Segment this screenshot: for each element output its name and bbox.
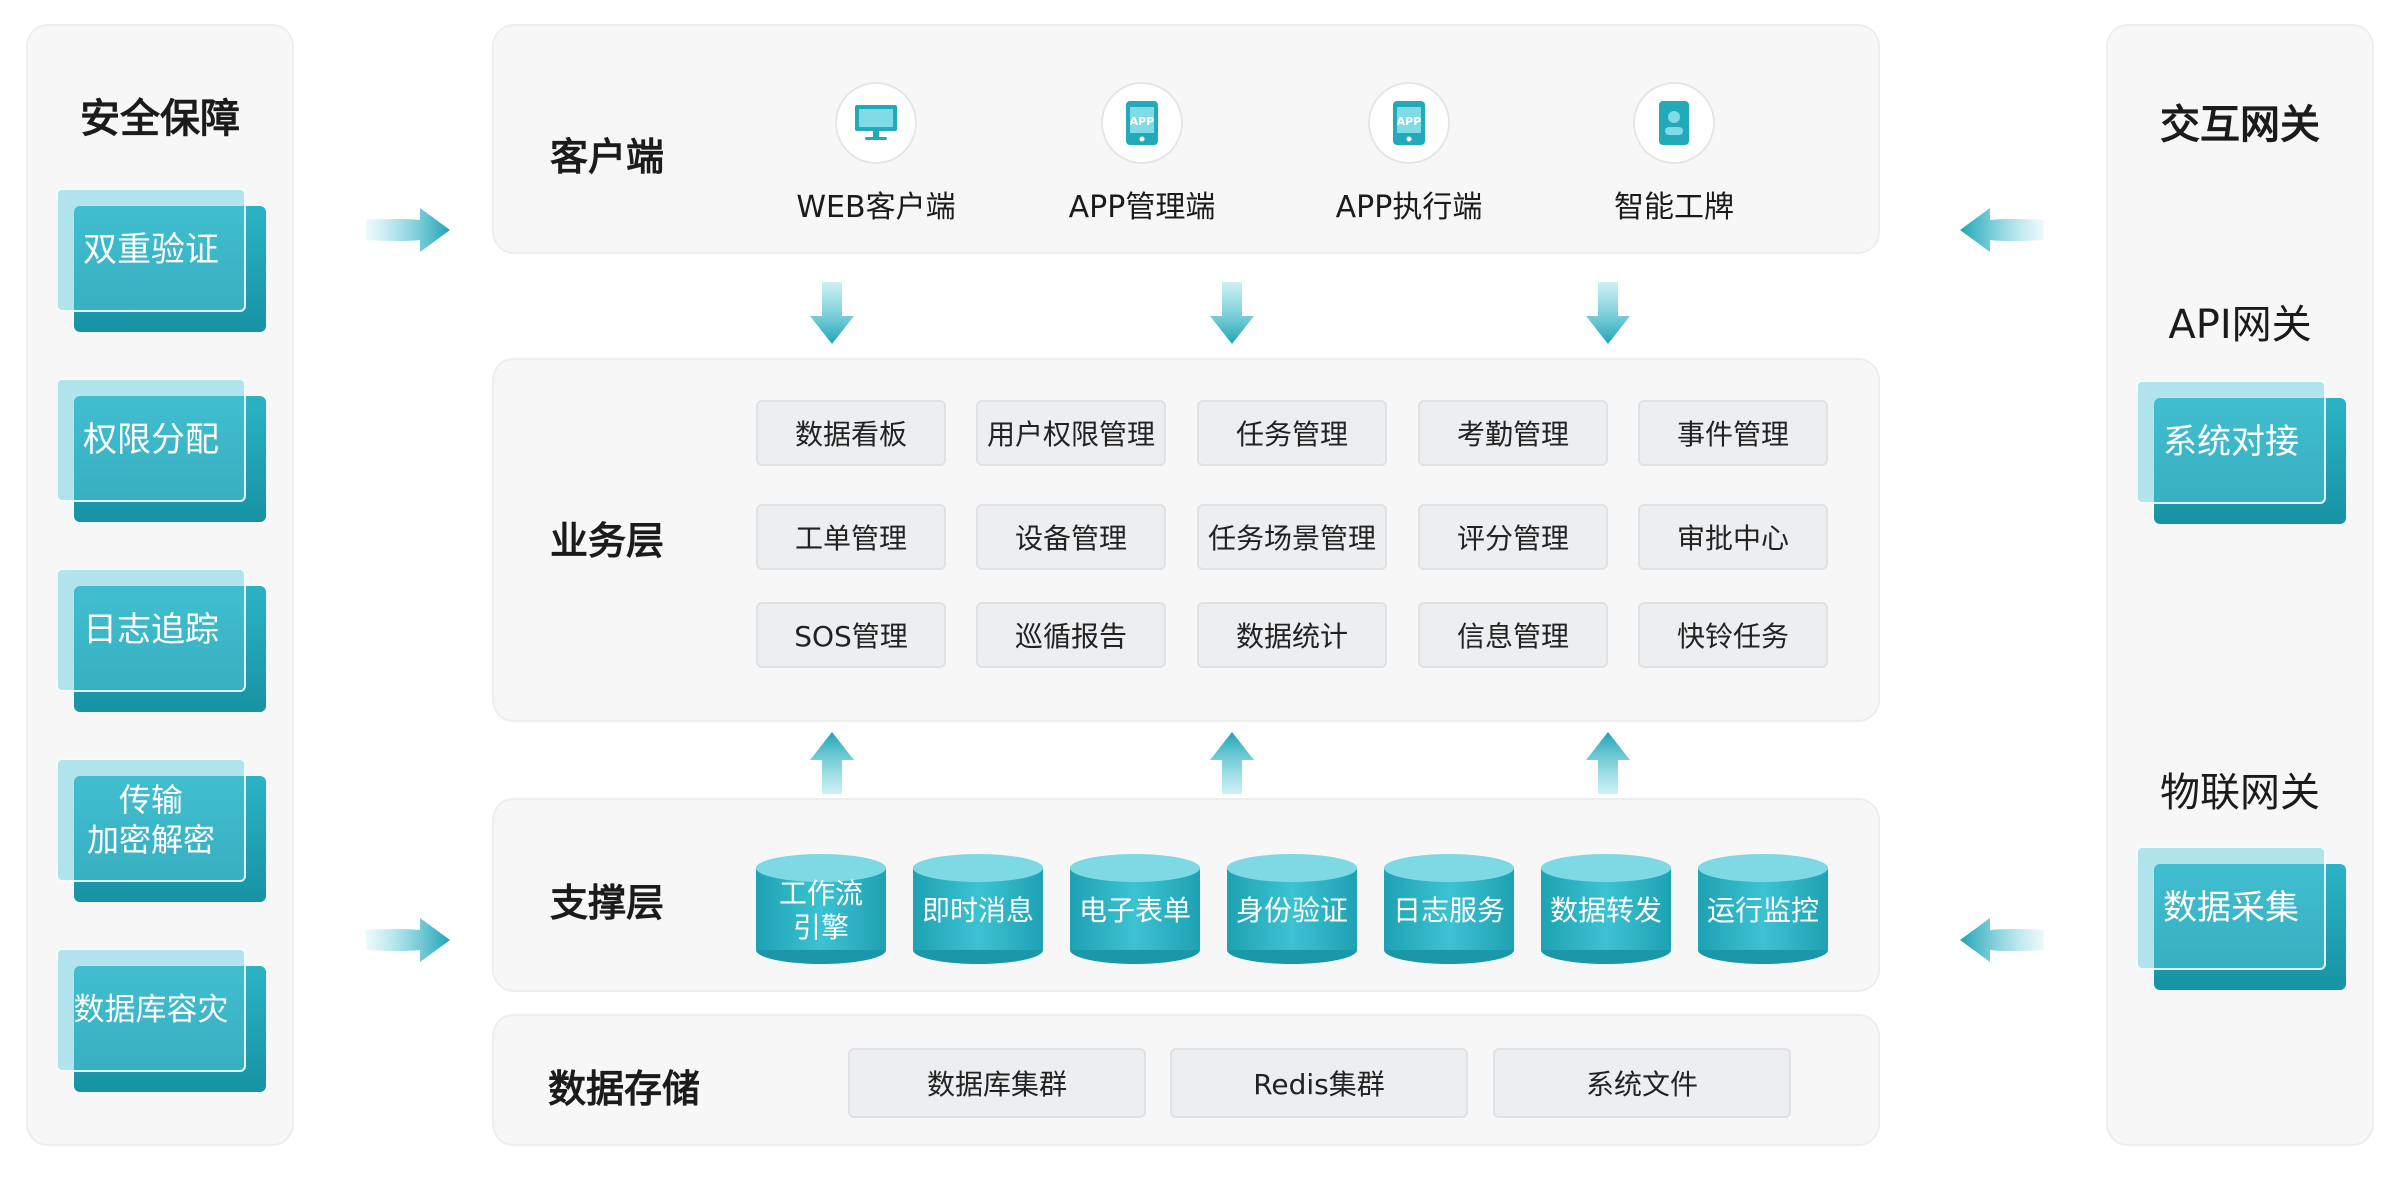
module-event[interactable]: 事件管理 [1638,400,1828,466]
service-label: 即时消息 [921,894,1034,928]
module-task-scene[interactable]: 任务场景管理 [1197,504,1387,570]
arrow-down-icon [810,282,854,344]
support-layer-panel: 支撑层 工作流 引擎 即时消息 电子表单 身份验证 日志服务 数据转发 运行监控 [492,798,1880,992]
service-label: 工作流 引擎 [778,877,863,944]
security-item-two-factor: 双重验证 [56,188,266,338]
app-badge-text: APP [1130,115,1155,128]
cylinder-top [913,854,1043,882]
storage-redis-cluster[interactable]: Redis集群 [1170,1048,1468,1118]
security-item-label: 数据库容灾 [56,948,246,1072]
security-item-log-trace: 日志追踪 [56,568,266,718]
module-statistics[interactable]: 数据统计 [1197,602,1387,668]
security-panel: 安全保障 双重验证 权限分配 日志追踪 传输 加密解密 数据库容灾 [26,24,294,1146]
service-label: 日志服务 [1392,894,1505,928]
arrow-left-icon [1960,208,2044,252]
module-user-permission[interactable]: 用户权限管理 [976,400,1166,466]
client-label: APP执行端 [1335,190,1483,225]
module-device[interactable]: 设备管理 [976,504,1166,570]
module-patrol-report[interactable]: 巡循报告 [976,602,1166,668]
gateway-panel: 交互网关 API网关 系统对接 物联网关 数据采集 [2106,24,2374,1146]
module-work-order[interactable]: 工单管理 [756,504,946,570]
client-label: APP管理端 [1068,190,1216,225]
service-workflow-engine: 工作流 引擎 [756,854,886,964]
api-gateway-title: API网关 [2168,302,2312,348]
module-sos[interactable]: SOS管理 [756,602,946,668]
service-log: 日志服务 [1384,854,1514,964]
iot-gateway-item-label: 数据采集 [2136,846,2326,970]
gateway-title: 交互网关 [2160,102,2320,148]
module-approval[interactable]: 审批中心 [1638,504,1828,570]
badge-card-icon [1633,82,1715,164]
module-scoring[interactable]: 评分管理 [1418,504,1608,570]
cylinder-top [1541,854,1671,882]
cylinder-top [1070,854,1200,882]
storage-system-files[interactable]: 系统文件 [1493,1048,1791,1118]
monitor-icon [835,82,917,164]
service-electronic-form: 电子表单 [1070,854,1200,964]
arrow-up-icon [1210,732,1254,794]
module-info[interactable]: 信息管理 [1418,602,1608,668]
security-item-label: 传输 加密解密 [56,758,246,882]
client-web: WEB客户端 [756,82,996,226]
business-layer-panel: 业务层 数据看板 用户权限管理 任务管理 考勤管理 事件管理 工单管理 设备管理… [492,358,1880,722]
cylinder-top [1698,854,1828,882]
iot-gateway-title: 物联网关 [2160,770,2320,816]
iot-gateway-item: 数据采集 [2136,846,2346,996]
arrow-right-icon [366,208,450,252]
service-label: 电子表单 [1078,894,1191,928]
support-layer-title: 支撑层 [550,881,665,925]
client-label: 智能工牌 [1614,190,1734,225]
client-layer-title: 客户端 [550,135,665,179]
app-tablet-icon: APP [1101,82,1183,164]
service-label: 身份验证 [1235,894,1348,928]
app-badge-text: APP [1397,115,1422,128]
business-layer-title: 业务层 [550,519,665,563]
arrow-left-icon [1960,918,2044,962]
security-item-label: 权限分配 [56,378,246,502]
client-layer-panel: 客户端 WEB客户端 APP APP管理端 [492,24,1880,254]
service-label: 数据转发 [1549,894,1662,928]
security-title: 安全保障 [80,96,240,142]
service-label: 运行监控 [1706,894,1819,928]
security-item-permission: 权限分配 [56,378,266,528]
module-task[interactable]: 任务管理 [1197,400,1387,466]
module-attendance[interactable]: 考勤管理 [1418,400,1608,466]
arrow-down-icon [1586,282,1630,344]
app-tablet-icon: APP [1368,82,1450,164]
cylinder-top [1227,854,1357,882]
api-gateway-item: 系统对接 [2136,380,2346,530]
client-label: WEB客户端 [796,190,956,225]
security-item-encryption: 传输 加密解密 [56,758,266,908]
storage-layer-title: 数据存储 [548,1067,701,1111]
client-app-executor: APP APP执行端 [1289,82,1529,226]
storage-db-cluster[interactable]: 数据库集群 [848,1048,1146,1118]
cylinder-top [1384,854,1514,882]
client-app-admin: APP APP管理端 [1022,82,1262,226]
arrow-down-icon [1210,282,1254,344]
security-item-label: 日志追踪 [56,568,246,692]
api-gateway-item-label: 系统对接 [2136,380,2326,504]
service-runtime-monitoring: 运行监控 [1698,854,1828,964]
service-data-forwarding: 数据转发 [1541,854,1671,964]
service-identity-verification: 身份验证 [1227,854,1357,964]
module-data-dashboard[interactable]: 数据看板 [756,400,946,466]
arrow-up-icon [810,732,854,794]
security-item-label: 双重验证 [56,188,246,312]
module-quick-task[interactable]: 快铃任务 [1638,602,1828,668]
arrow-right-icon [366,918,450,962]
cylinder-top [756,854,886,882]
security-item-db-disaster-recovery: 数据库容灾 [56,948,266,1098]
service-instant-message: 即时消息 [913,854,1043,964]
arrow-up-icon [1586,732,1630,794]
storage-layer-panel: 数据存储 数据库集群 Redis集群 系统文件 [492,1014,1880,1146]
client-smart-badge: 智能工牌 [1554,82,1794,226]
